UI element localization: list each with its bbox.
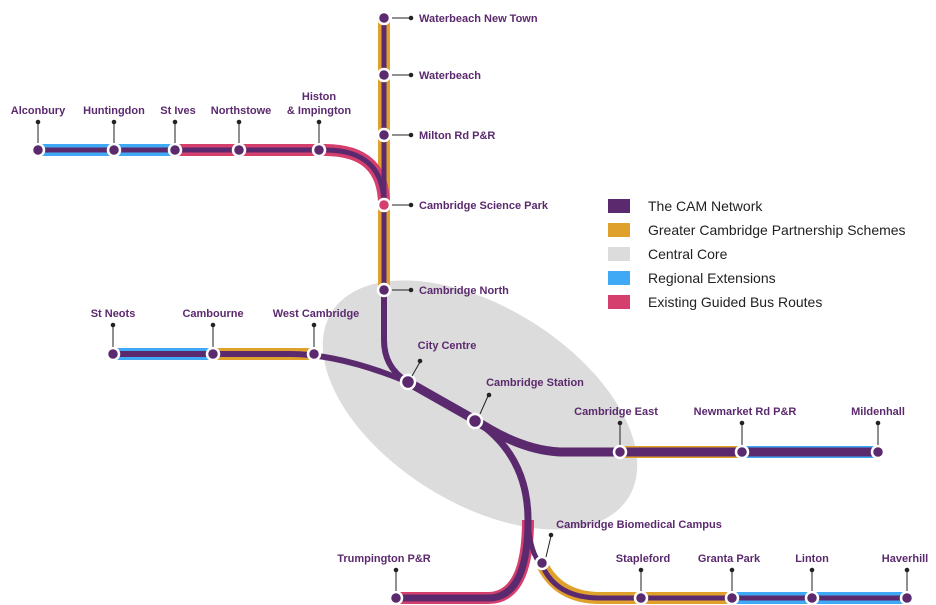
station-marker[interactable] [734,444,750,460]
legend-item-regional-extensions: Regional Extensions [608,266,906,290]
legend-swatch [608,199,630,213]
station-marker[interactable] [376,67,392,83]
station-marker[interactable] [376,127,392,143]
station-label-milton-rd: Milton Rd P&R [419,130,495,142]
label-leaders [35,15,910,591]
station-marker[interactable] [376,282,392,298]
station-label-linton: Linton [795,553,829,565]
station-label-trumpington: Trumpington P&R [337,553,431,565]
station-marker[interactable] [106,142,122,158]
northwest-guided-casing [170,144,390,206]
legend-item-central-core: Central Core [608,242,906,266]
legend-swatch [608,223,630,237]
station-marker[interactable] [376,10,392,26]
station-markers [30,10,915,605]
station-label-st-ives: St Ives [160,105,195,117]
station-label-mildenhall: Mildenhall [851,406,905,418]
station-marker[interactable] [388,590,404,605]
station-marker[interactable] [306,346,322,362]
station-marker[interactable] [167,142,183,158]
legend-swatch [608,247,630,261]
station-marker[interactable] [311,142,327,158]
station-marker[interactable] [399,373,417,391]
station-label-alconbury: Alconbury [11,105,66,117]
station-marker[interactable] [804,590,820,605]
station-marker[interactable] [534,555,550,571]
station-label-huntingdon: Huntingdon [83,105,145,117]
station-marker[interactable] [612,444,628,460]
central-core-area [322,280,638,530]
station-label-waterbeach: Waterbeach [419,70,481,82]
station-label-impington: & Impington [287,105,351,117]
station-marker[interactable] [30,142,46,158]
station-marker[interactable] [205,346,221,362]
station-marker[interactable] [231,142,247,158]
map-legend: The CAM Network Greater Cambridge Partne… [608,194,906,314]
station-label-science-park: Cambridge Science Park [419,200,549,212]
station-label-cambridge-east: Cambridge East [574,406,658,418]
station-label-cambridge-north: Cambridge North [419,285,509,297]
station-label-biomedical: Cambridge Biomedical Campus [556,519,722,531]
station-label-cambourne: Cambourne [182,308,243,320]
legend-item-guided-bus: Existing Guided Bus Routes [608,290,906,314]
station-marker[interactable] [633,590,649,605]
station-label-waterbeach-new-town: Waterbeach New Town [419,13,538,25]
legend-swatch [608,295,630,309]
station-label-city-centre: City Centre [418,340,477,352]
station-label-stapleford: Stapleford [616,553,670,565]
station-label-st-neots: St Neots [91,308,136,320]
station-label-cambridge-station: Cambridge Station [486,377,584,389]
legend-label: Greater Cambridge Partnership Schemes [648,222,906,238]
station-marker[interactable] [870,444,886,460]
station-label-granta-park: Granta Park [698,553,761,565]
legend-item-cam-network: The CAM Network [608,194,906,218]
station-marker[interactable] [376,197,392,213]
station-marker[interactable] [466,412,484,430]
legend-label: Existing Guided Bus Routes [648,294,823,310]
station-label-newmarket-rd: Newmarket Rd P&R [694,406,797,418]
station-label-northstowe: Northstowe [211,105,272,117]
station-marker[interactable] [105,346,121,362]
station-label-histon: Histon [302,91,337,103]
legend-label: Regional Extensions [648,270,776,286]
station-marker[interactable] [899,590,915,605]
legend-item-gcp-schemes: Greater Cambridge Partnership Schemes [608,218,906,242]
legend-swatch [608,271,630,285]
station-marker[interactable] [724,590,740,605]
station-label-west-cambridge: West Cambridge [273,308,360,320]
legend-label: The CAM Network [648,198,763,214]
station-label-haverhill: Haverhill [882,553,928,565]
legend-label: Central Core [648,246,728,262]
